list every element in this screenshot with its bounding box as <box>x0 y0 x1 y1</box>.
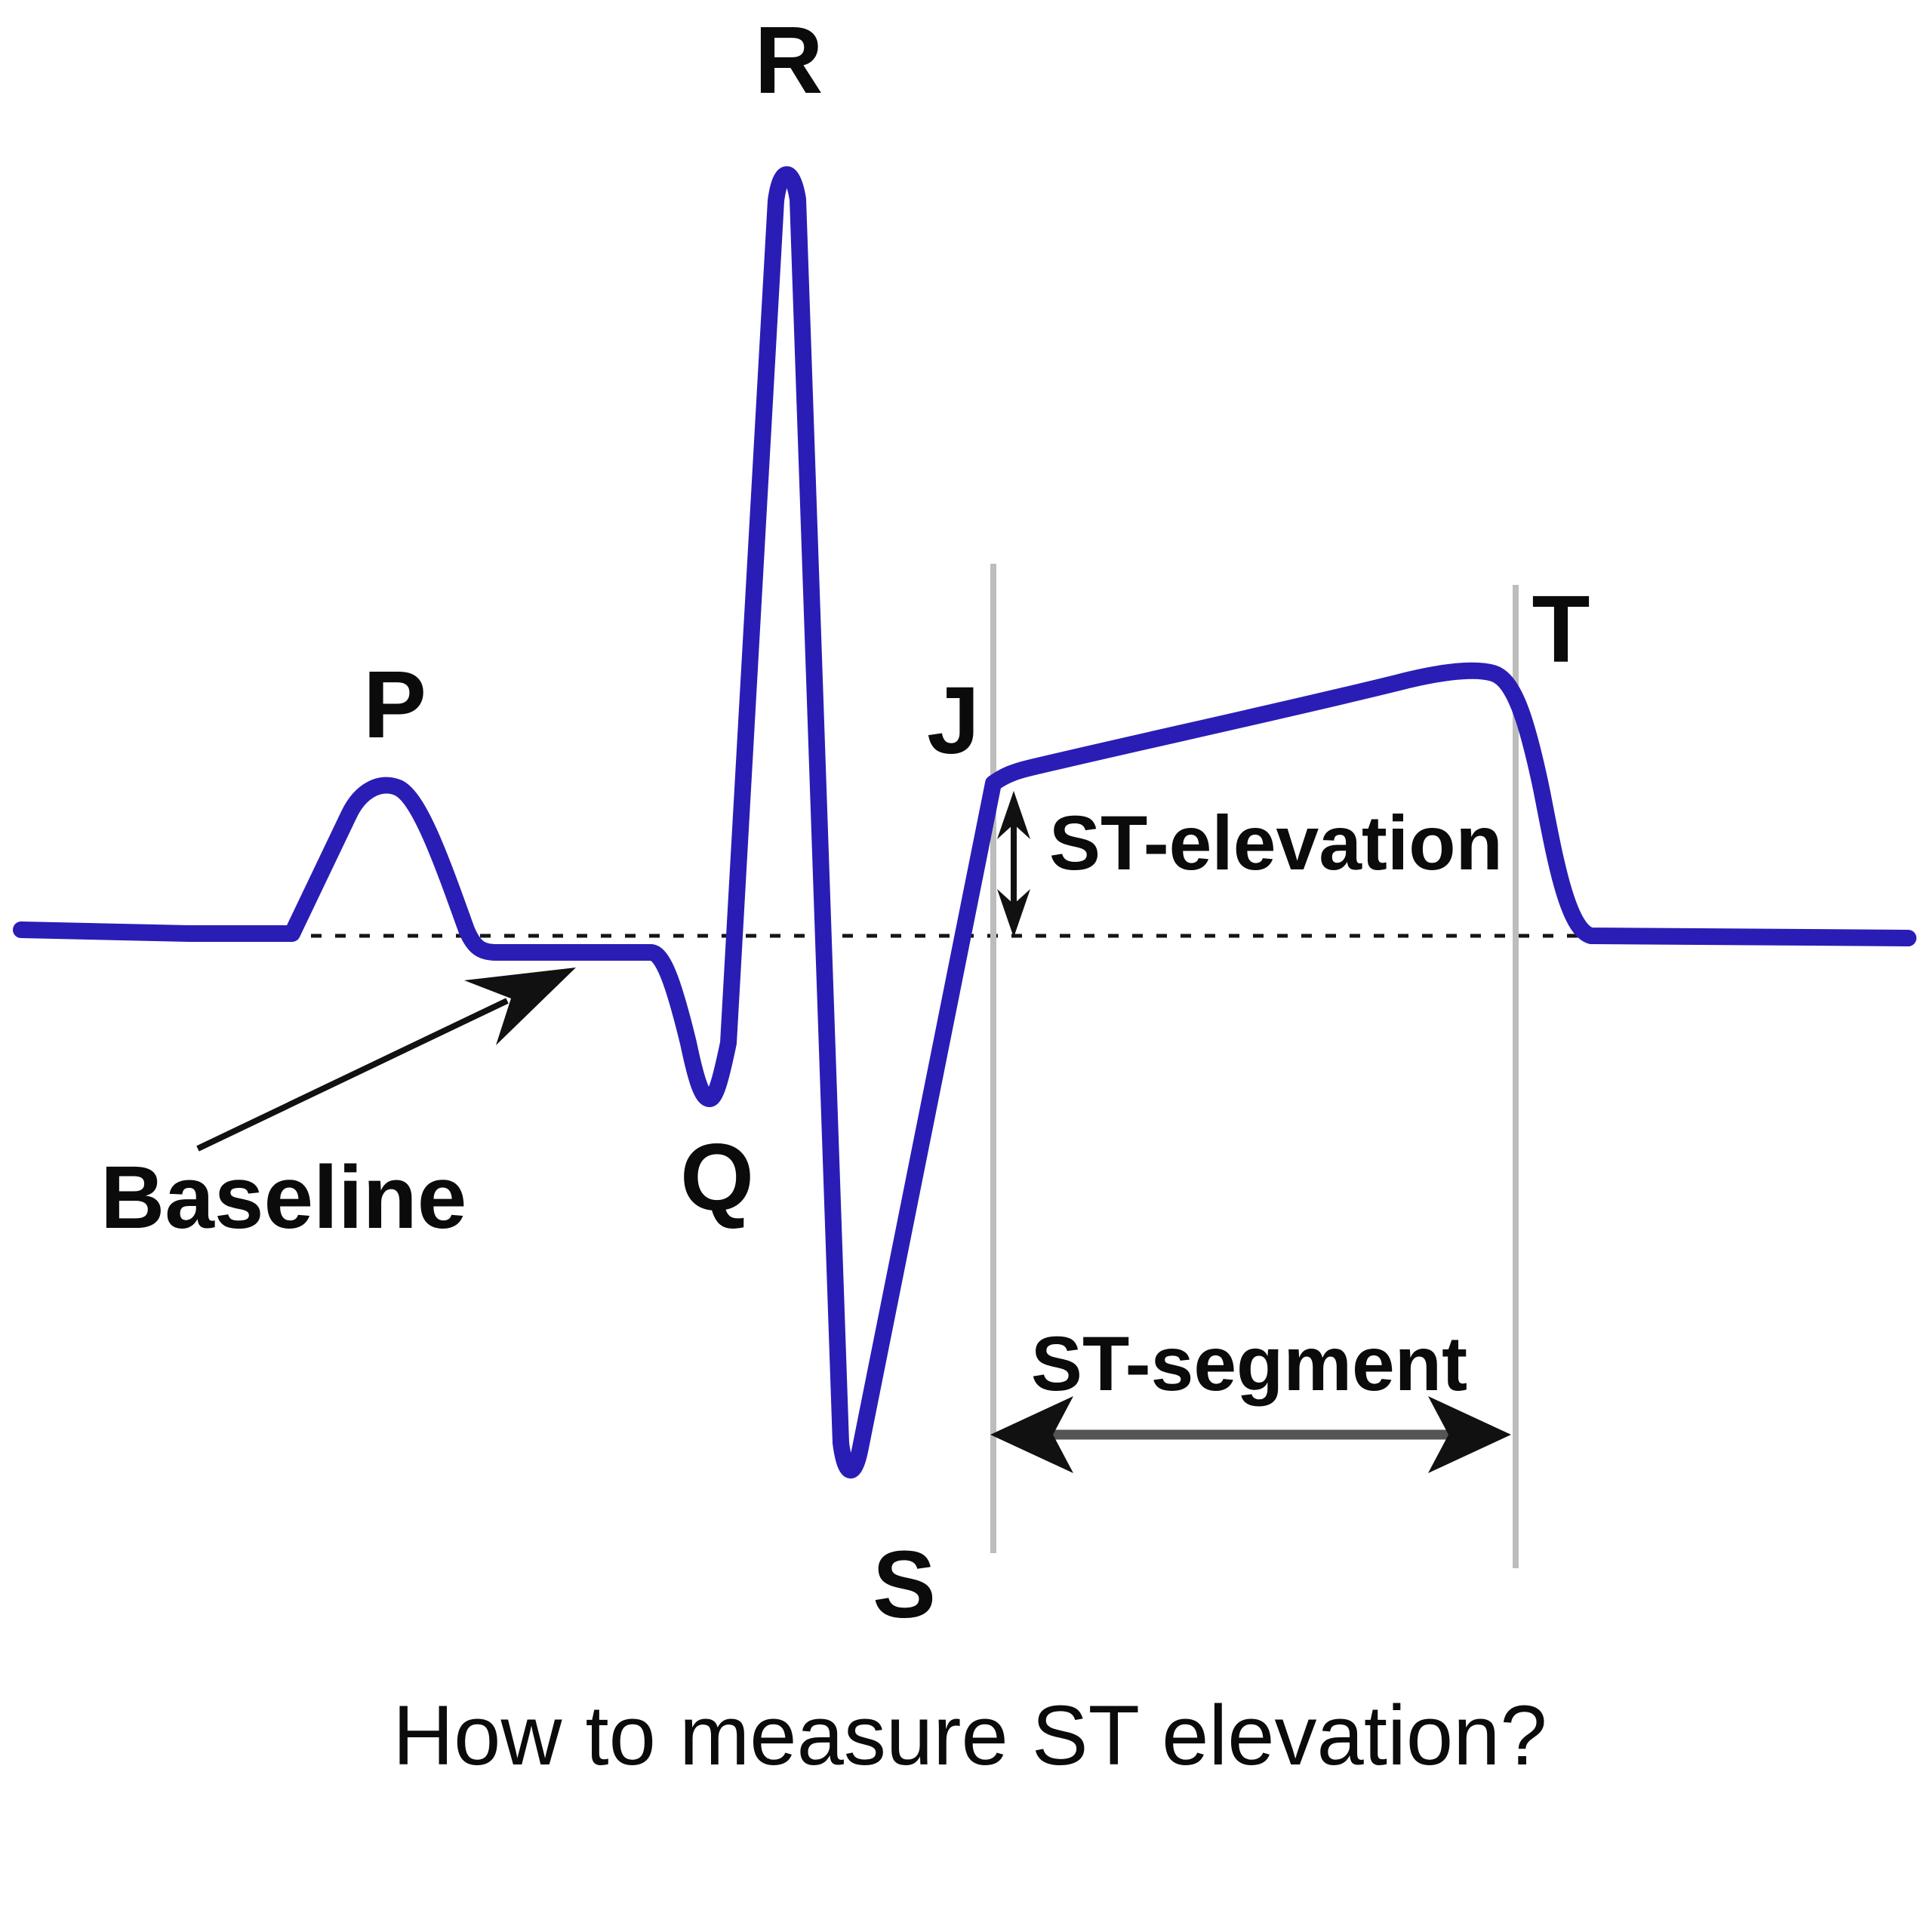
r-wave-label: R <box>755 7 823 113</box>
baseline-pointer-arrow <box>196 968 576 1152</box>
diagram-title: How to measure ST elevation? <box>392 1688 1547 1783</box>
j-point-label: J <box>927 667 980 774</box>
st-elevation-label: ST-elevation <box>1049 800 1503 886</box>
st-elevation-arrow-head-down-icon <box>997 889 1030 937</box>
baseline-arrow-head-icon <box>464 968 576 1045</box>
p-wave-label: P <box>363 651 426 758</box>
st-elevation-measure-arrow <box>997 791 1030 937</box>
st-segment-measure-arrow <box>990 1396 1511 1473</box>
baseline-arrow-shaft <box>196 998 509 1152</box>
st-segment-arrow-head-left-icon <box>990 1396 1073 1473</box>
ecg-waveform-trace <box>13 166 1916 1478</box>
st-segment-arrow-head-right-icon <box>1428 1396 1511 1473</box>
s-wave-label: S <box>873 1531 936 1638</box>
st-segment-label: ST-segment <box>1031 1321 1467 1407</box>
st-elevation-arrow-head-up-icon <box>997 791 1030 839</box>
t-wave-label: T <box>1532 576 1590 682</box>
q-wave-label: Q <box>680 1124 754 1230</box>
baseline-label: Baseline <box>100 1148 466 1247</box>
